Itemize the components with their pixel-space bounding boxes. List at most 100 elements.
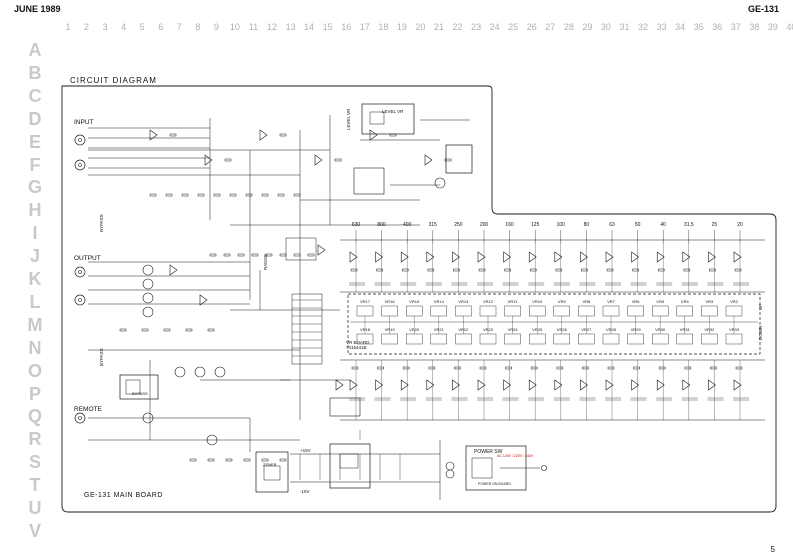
bypass-box-label: BYPASS xyxy=(132,391,148,396)
ac-plug xyxy=(541,465,547,471)
header-model: GE-131 xyxy=(747,4,779,14)
band-resistor xyxy=(529,268,537,272)
output-resistor xyxy=(185,328,193,332)
vr-label-top: VR11 xyxy=(507,299,518,304)
column-number: 21 xyxy=(433,22,444,32)
vr-label-bottom: VR31 xyxy=(679,327,690,332)
band-opamp xyxy=(528,251,537,263)
band-frequency: 63 xyxy=(609,222,615,228)
vr-pot-top xyxy=(701,305,718,317)
output-transistor xyxy=(142,278,154,290)
vr-pot-bottom xyxy=(627,333,644,345)
lower-opamp xyxy=(349,379,358,391)
column-number: 30 xyxy=(600,22,611,32)
vr-label-top: VR4 xyxy=(680,299,689,304)
vr-pot-bottom xyxy=(553,333,570,345)
band-opamp xyxy=(682,251,691,263)
lower-opamp xyxy=(452,379,460,391)
band-frequency: 20 xyxy=(737,222,743,228)
vr-pot-bottom xyxy=(602,333,620,345)
column-number: 22 xyxy=(452,22,463,32)
plus15v-label: +15V xyxy=(300,448,311,453)
lower-resistor xyxy=(505,366,512,370)
band-opamp xyxy=(708,251,716,263)
band-opamp xyxy=(349,251,358,263)
range-switch xyxy=(291,293,323,365)
column-number: 32 xyxy=(638,22,649,32)
row-letter: Q xyxy=(27,406,42,427)
row-letter: U xyxy=(28,498,42,518)
column-number: 11 xyxy=(248,22,259,32)
column-number: 12 xyxy=(267,22,278,32)
band-frequency: 160 xyxy=(505,222,514,228)
vr-pot-top xyxy=(676,305,693,317)
lower-resistor xyxy=(582,366,589,370)
column-number: 35 xyxy=(693,22,704,32)
vr-pot-top xyxy=(627,305,644,317)
band-opamp xyxy=(580,251,588,263)
column-number: 39 xyxy=(767,22,778,32)
level-vr-pot xyxy=(369,111,385,125)
column-number: 5 xyxy=(139,22,145,32)
input-resistor xyxy=(224,158,232,162)
diagram-title: CIRCUIT DIAGRAM xyxy=(70,76,157,85)
vr-pot-top xyxy=(381,305,398,317)
vr-pot-top xyxy=(553,305,570,317)
band-frequency: 40 xyxy=(660,222,666,228)
vr-pot-bottom xyxy=(455,333,472,345)
band-opamp xyxy=(733,251,742,263)
vr-pot-top xyxy=(578,305,595,317)
band-frequency: 630 xyxy=(351,222,361,228)
vr-pot-top xyxy=(479,305,497,317)
misc-resistor xyxy=(237,253,245,257)
input-jack-2 xyxy=(74,159,86,171)
band-resistor xyxy=(504,268,511,272)
band-frequency: 400 xyxy=(403,222,412,228)
lower-opamp xyxy=(554,379,563,391)
lower-opamp xyxy=(631,379,640,391)
vr-pot-bottom xyxy=(381,333,398,345)
vr-pot-bottom xyxy=(504,333,521,345)
column-number: 28 xyxy=(563,22,574,32)
vr-label-bottom: VR24 xyxy=(507,327,518,332)
bypass-relay xyxy=(125,379,141,395)
band-resistor xyxy=(555,268,563,272)
column-number: 10 xyxy=(229,22,240,32)
output-jack-1-pin xyxy=(78,270,82,274)
vr-label-bottom: VR30 xyxy=(655,327,666,332)
range-opamp xyxy=(335,379,344,391)
column-number: 33 xyxy=(656,22,667,32)
input-resistor xyxy=(279,133,287,137)
band-resistor xyxy=(657,268,665,272)
vr-board-label: VR BOARD 7415441B xyxy=(346,340,370,350)
row-letter: F xyxy=(29,154,41,175)
lower-resistor xyxy=(428,366,436,370)
misc-resistor xyxy=(279,458,287,462)
vr-pot-bottom xyxy=(578,333,595,345)
column-number: 20 xyxy=(415,22,426,32)
misc-resistor xyxy=(189,458,197,462)
column-number: 36 xyxy=(712,22,723,32)
column-number: 37 xyxy=(730,22,741,32)
top-transistor xyxy=(434,177,446,189)
band-opamp xyxy=(554,251,563,263)
output-jack-label: OUTPUT xyxy=(74,255,101,262)
band-opamp xyxy=(426,251,435,263)
column-number: 34 xyxy=(675,22,686,32)
side-up: UP xyxy=(758,303,763,310)
band-resistor xyxy=(478,268,486,272)
lower-opamp xyxy=(733,379,742,391)
main-board-outline xyxy=(61,85,777,513)
misc-resistor xyxy=(279,253,287,257)
power-sw-label: POWER SW xyxy=(474,449,503,455)
vr-label-top: VR7 xyxy=(607,299,615,304)
vr-pot-top xyxy=(504,305,521,317)
output-resistor xyxy=(119,328,127,332)
level-vr-box-label: LEVEL VR xyxy=(382,109,404,114)
range-label: RANGE xyxy=(263,253,268,270)
range-opamp xyxy=(317,244,326,256)
misc-resistor xyxy=(293,253,301,257)
misc-resistor xyxy=(209,253,217,257)
mid-transistor xyxy=(194,366,206,378)
remote-jack-label: REMOTE xyxy=(74,406,102,413)
